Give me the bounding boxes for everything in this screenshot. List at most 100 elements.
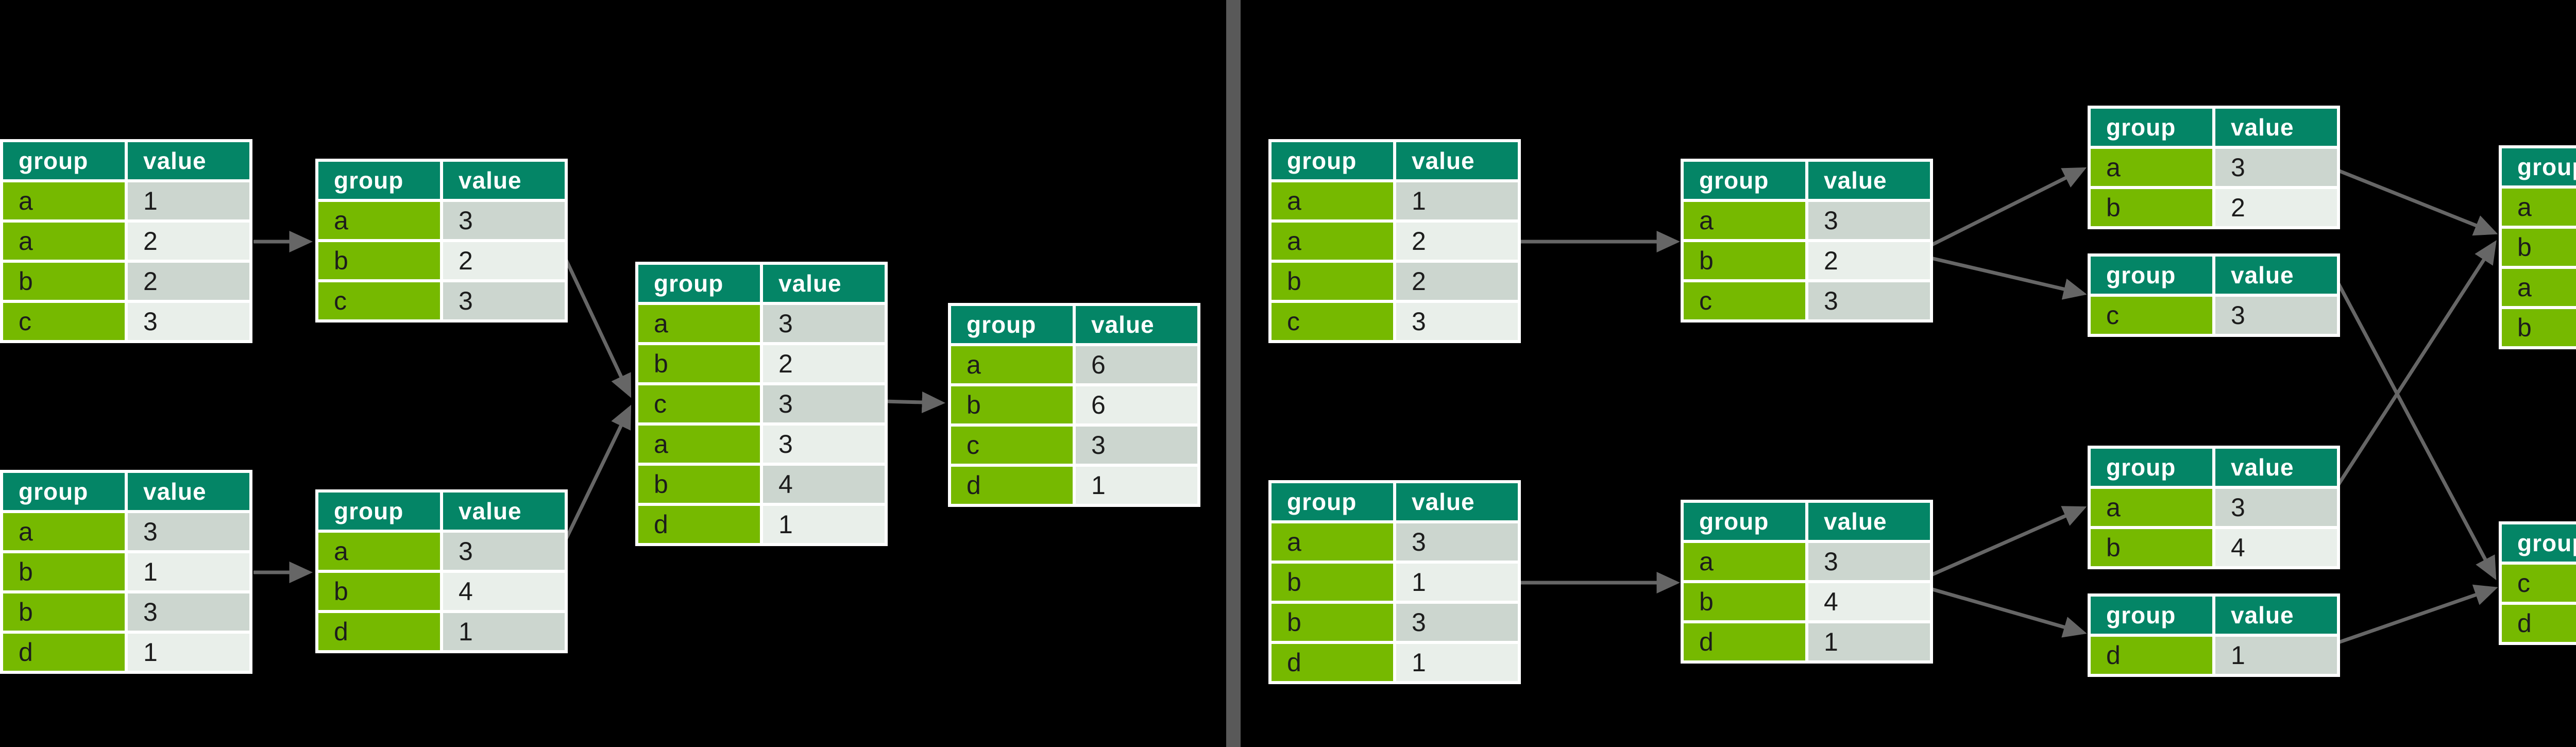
group-cell: b xyxy=(2091,189,2212,226)
group-cell: b xyxy=(1684,583,1805,620)
flow-arrows xyxy=(253,167,2498,645)
header-cell-value: value xyxy=(1396,142,1518,179)
header-cell-value: value xyxy=(128,473,249,510)
header-cell-group: group xyxy=(2091,109,2212,146)
value-cell: 3 xyxy=(1808,202,1930,239)
group-cell: a xyxy=(2502,269,2576,306)
group-cell: a xyxy=(1272,182,1393,219)
value-cell: 3 xyxy=(1396,523,1518,561)
value-cell: 1 xyxy=(2215,637,2337,674)
header-cell-group: group xyxy=(3,142,125,179)
value-cell: 2 xyxy=(2215,189,2337,226)
group-cell: d xyxy=(3,634,125,671)
value-cell: 3 xyxy=(443,202,565,239)
value-cell: 3 xyxy=(443,533,565,570)
value-cell: 3 xyxy=(763,305,885,342)
table-right-merged-cd: groupvaluec3d1 xyxy=(2499,521,2576,645)
value-cell: 1 xyxy=(1076,467,1197,504)
value-cell: 2 xyxy=(763,345,885,382)
group-cell: a xyxy=(318,202,440,239)
group-cell: a xyxy=(638,305,760,342)
flow-arrow xyxy=(2335,280,2497,581)
flow-arrow xyxy=(2336,584,2498,645)
flow-arrow xyxy=(1928,167,2087,248)
header-cell-group: group xyxy=(1272,142,1393,179)
group-cell: b xyxy=(1272,564,1393,601)
group-cell: b xyxy=(3,553,125,590)
group-cell: a xyxy=(1272,223,1393,260)
group-cell: a xyxy=(1684,543,1805,580)
group-cell: b xyxy=(2502,309,2576,346)
header-cell-group: group xyxy=(1684,162,1805,199)
group-cell: a xyxy=(638,426,760,463)
header-cell-value: value xyxy=(128,142,249,179)
header-cell-group: group xyxy=(2502,524,2576,562)
group-cell: c xyxy=(951,427,1073,464)
group-cell: b xyxy=(3,263,125,300)
header-cell-value: value xyxy=(443,493,565,530)
group-cell: d xyxy=(1272,644,1393,681)
group-cell: b xyxy=(3,593,125,631)
header-cell-value: value xyxy=(1808,503,1930,540)
value-cell: 6 xyxy=(1076,386,1197,423)
value-cell: 2 xyxy=(1808,242,1930,279)
value-cell: 4 xyxy=(443,573,565,610)
group-cell: d xyxy=(951,467,1073,504)
value-cell: 3 xyxy=(128,303,249,340)
group-cell: b xyxy=(1272,263,1393,300)
group-cell: b xyxy=(318,573,440,610)
group-cell: b xyxy=(1272,604,1393,641)
panel-divider xyxy=(1226,0,1241,747)
flow-arrow xyxy=(884,391,945,413)
header-cell-group: group xyxy=(3,473,125,510)
value-cell: 3 xyxy=(2215,297,2337,334)
value-cell: 2 xyxy=(128,263,249,300)
header-cell-value: value xyxy=(2215,257,2337,294)
header-cell-group: group xyxy=(1684,503,1805,540)
header-cell-value: value xyxy=(2215,597,2337,634)
group-cell: b xyxy=(318,242,440,279)
value-cell: 1 xyxy=(1808,623,1930,660)
flow-arrow xyxy=(2335,240,2497,488)
flow-arrow xyxy=(2336,168,2498,236)
value-cell: 4 xyxy=(1808,583,1930,620)
group-cell: d xyxy=(2502,605,2576,642)
group-cell: a xyxy=(951,346,1073,383)
group-cell: c xyxy=(1272,303,1393,340)
group-cell: a xyxy=(1684,202,1805,239)
header-cell-group: group xyxy=(2091,449,2212,486)
value-cell: 3 xyxy=(443,282,565,319)
group-cell: d xyxy=(638,506,760,543)
value-cell: 3 xyxy=(2215,489,2337,526)
value-cell: 2 xyxy=(1396,263,1518,300)
header-cell-group: group xyxy=(2091,597,2212,634)
flow-arrow xyxy=(561,251,632,398)
group-cell: b xyxy=(2502,229,2576,266)
value-cell: 1 xyxy=(443,613,565,650)
value-cell: 1 xyxy=(1396,644,1518,681)
group-cell: a xyxy=(2091,489,2212,526)
value-cell: 2 xyxy=(1396,223,1518,260)
flow-arrow xyxy=(1928,506,2087,578)
header-cell-value: value xyxy=(1076,306,1197,343)
header-cell-value: value xyxy=(443,162,565,199)
value-cell: 3 xyxy=(128,593,249,631)
group-cell: c xyxy=(318,282,440,319)
group-cell: a xyxy=(318,533,440,570)
group-cell: b xyxy=(638,466,760,503)
value-cell: 3 xyxy=(1808,282,1930,319)
value-cell: 3 xyxy=(763,426,885,463)
value-cell: 1 xyxy=(1396,564,1518,601)
header-cell-group: group xyxy=(2091,257,2212,294)
group-cell: c xyxy=(1684,282,1805,319)
value-cell: 3 xyxy=(1396,303,1518,340)
